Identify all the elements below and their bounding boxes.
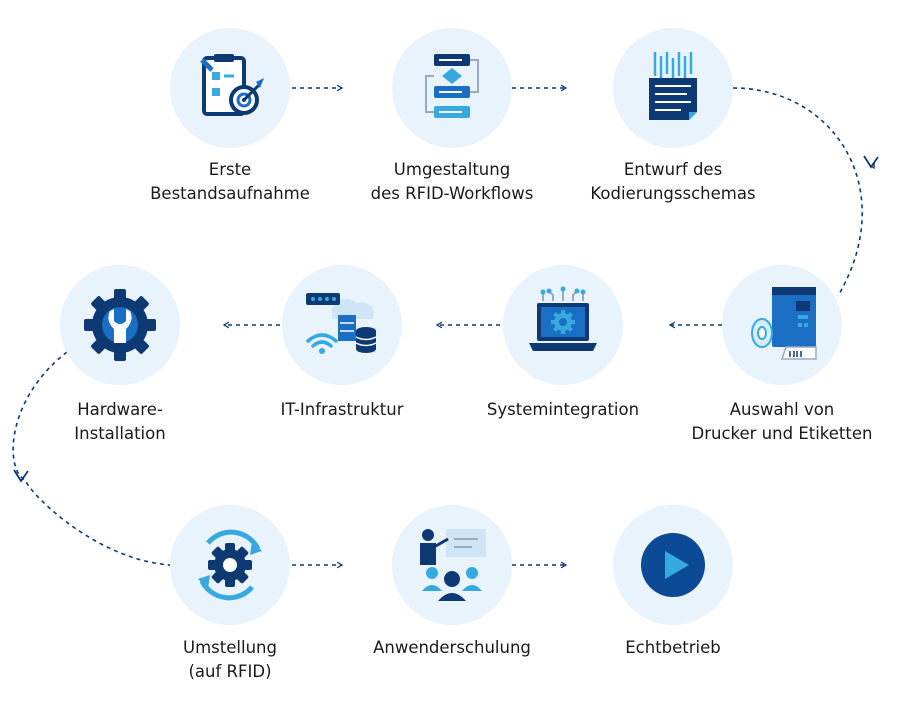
step-4-line-1: Auswahl von [729, 400, 835, 419]
gear-wrench-icon [84, 289, 156, 361]
step-2-node [392, 28, 512, 148]
step-10-node [613, 505, 733, 625]
step-1-label: Erste Bestandsaufnahme [115, 158, 345, 206]
step-1-node [170, 28, 290, 148]
step-5-node [503, 265, 623, 385]
step-7-label: Hardware- Installation [5, 398, 235, 446]
step-8-node [170, 505, 290, 625]
curve-arrowhead-left [13, 469, 29, 483]
connector-7-8 [12, 351, 171, 566]
connector-3-4 [732, 87, 864, 297]
step-7-line-2: Installation [74, 424, 166, 443]
step-2-line-1: Umgestaltung [393, 160, 511, 179]
step-9-node [392, 505, 512, 625]
step-7-line-1: Hardware- [77, 400, 163, 419]
step-9-circle [392, 505, 512, 625]
step-2-label: Umgestaltung des RFID-Workflows [337, 158, 567, 206]
step-5-label: Systemintegration [448, 398, 678, 422]
step-1-line-1: Erste [208, 160, 252, 179]
step-5-line-1: Systemintegration [486, 400, 640, 419]
step-2-line-2: des RFID-Workflows [370, 184, 534, 203]
step-3-line-2: Kodierungsschemas [590, 184, 756, 203]
printer-labels-icon [751, 287, 817, 360]
laptop-gear-icon [529, 286, 597, 351]
step-4-line-2: Drucker und Etiketten [691, 424, 873, 443]
workflow-flowchart-icon [425, 54, 479, 118]
step-1-line-2: Bestandsaufnahme [150, 184, 310, 203]
network-server-icon [306, 293, 377, 354]
step-8-line-2: (auf RFID) [188, 662, 272, 681]
step-9-line-1: Anwenderschulung [373, 638, 531, 657]
curve-arrowhead-right [863, 155, 879, 169]
step-4-node [722, 265, 842, 385]
step-6-node [282, 265, 402, 385]
step-8-line-1: Umstellung [183, 638, 277, 657]
step-3-line-1: Entwurf des [623, 160, 723, 179]
presentation-training-icon [420, 529, 486, 601]
play-icon [641, 533, 705, 597]
step-3-node [613, 28, 733, 148]
gear-cycle-icon [198, 529, 262, 601]
step-9-label: Anwenderschulung [337, 636, 567, 660]
encoding-document-icon [649, 52, 697, 120]
step-6-label: IT-Infrastruktur [227, 398, 457, 422]
step-7-node [60, 265, 180, 385]
step-6-line-1: IT-Infrastruktur [280, 400, 404, 419]
step-10-label: Echtbetrieb [558, 636, 788, 660]
clipboard-target-icon [200, 54, 264, 116]
step-3-label: Entwurf des Kodierungsschemas [558, 158, 788, 206]
step-10-line-1: Echtbetrieb [625, 638, 721, 657]
step-8-label: Umstellung (auf RFID) [115, 636, 345, 684]
step-4-label: Auswahl von Drucker und Etiketten [667, 398, 897, 446]
